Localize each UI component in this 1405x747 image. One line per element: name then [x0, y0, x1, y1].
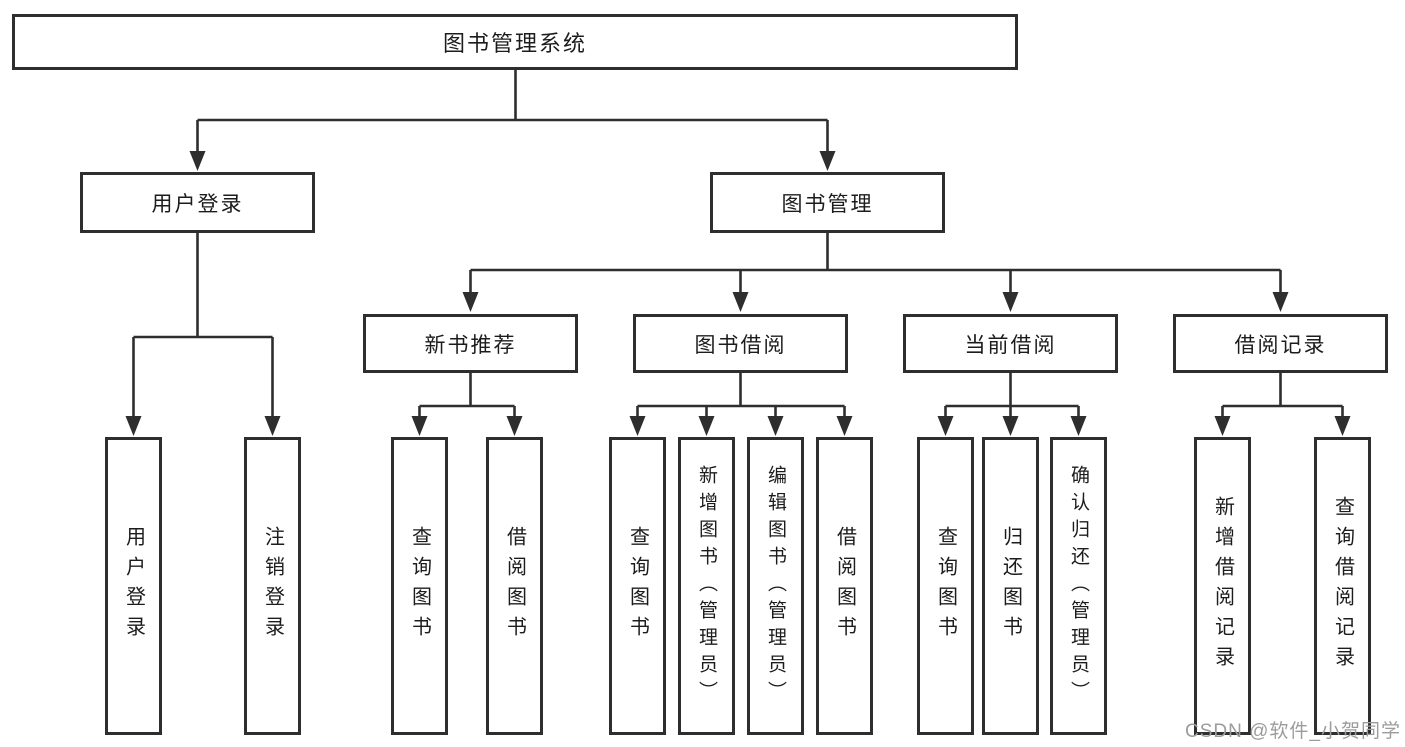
connector-userlogin-to-leaves — [125, 233, 281, 436]
node-book-borrowing: 图书借阅 — [633, 314, 848, 373]
connector-current-to-leaves — [937, 373, 1087, 436]
node-label: 图书管理 — [781, 192, 874, 216]
node-label: 查询图书 — [626, 526, 649, 646]
leaf-user-login: 用户登录 — [105, 437, 162, 735]
leaf-add-book-admin: 新增图书（管理员） — [678, 437, 735, 735]
node-library-system: 图书管理系统 — [12, 14, 1018, 70]
node-label: 查询借阅记录 — [1331, 496, 1354, 676]
node-label: 新增图书（管理员） — [696, 464, 717, 708]
leaf-confirm-return-admin: 确认归还（管理员） — [1050, 437, 1107, 735]
node-label: 图书借阅 — [694, 333, 787, 357]
node-borrowing-records: 借阅记录 — [1173, 314, 1388, 373]
node-label: 当前借阅 — [964, 333, 1057, 357]
node-label: 用户登录 — [151, 192, 244, 216]
node-label: 确认归还（管理员） — [1068, 464, 1089, 708]
node-label: 查询图书 — [408, 526, 431, 646]
node-label: 用户登录 — [122, 526, 145, 646]
leaf-borrow-books-recommend: 借阅图书 — [486, 437, 543, 735]
node-label: 归还图书 — [999, 526, 1022, 646]
connector-root-to-level2 — [189, 68, 836, 171]
connector-bookmgmt-to-level3 — [462, 233, 1289, 312]
leaf-query-books-current: 查询图书 — [917, 437, 974, 735]
leaf-add-borrow-record: 新增借阅记录 — [1194, 437, 1251, 735]
node-label: 图书管理系统 — [442, 31, 587, 56]
node-label: 编辑图书（管理员） — [765, 464, 786, 708]
node-label: 新书推荐 — [424, 333, 517, 357]
leaf-edit-book-admin: 编辑图书（管理员） — [747, 437, 804, 735]
node-current-borrowing: 当前借阅 — [903, 314, 1118, 373]
leaf-query-borrow-record: 查询借阅记录 — [1314, 437, 1371, 735]
node-label: 新增借阅记录 — [1211, 496, 1234, 676]
node-label: 借阅图书 — [503, 526, 526, 646]
node-label: 借阅图书 — [833, 526, 856, 646]
node-new-book-recommendation: 新书推荐 — [363, 314, 578, 373]
node-label: 注销登录 — [261, 526, 284, 646]
leaf-logout-login: 注销登录 — [244, 437, 301, 735]
leaf-return-books: 归还图书 — [982, 437, 1039, 735]
node-label: 查询图书 — [934, 526, 957, 646]
node-book-management: 图书管理 — [710, 172, 945, 233]
leaf-borrow-books-borrowing: 借阅图书 — [816, 437, 873, 735]
connector-newbook-to-leaves — [411, 373, 523, 436]
leaf-query-books-recommend: 查询图书 — [391, 437, 448, 735]
leaf-query-books-borrowing: 查询图书 — [609, 437, 666, 735]
node-user-login: 用户登录 — [80, 172, 315, 233]
connector-borrowing-to-leaves — [629, 373, 853, 436]
csdn-watermark: CSDN @软件_小贺同学 — [1185, 721, 1401, 742]
node-label: 借阅记录 — [1234, 333, 1327, 357]
connector-records-to-leaves — [1214, 373, 1351, 436]
